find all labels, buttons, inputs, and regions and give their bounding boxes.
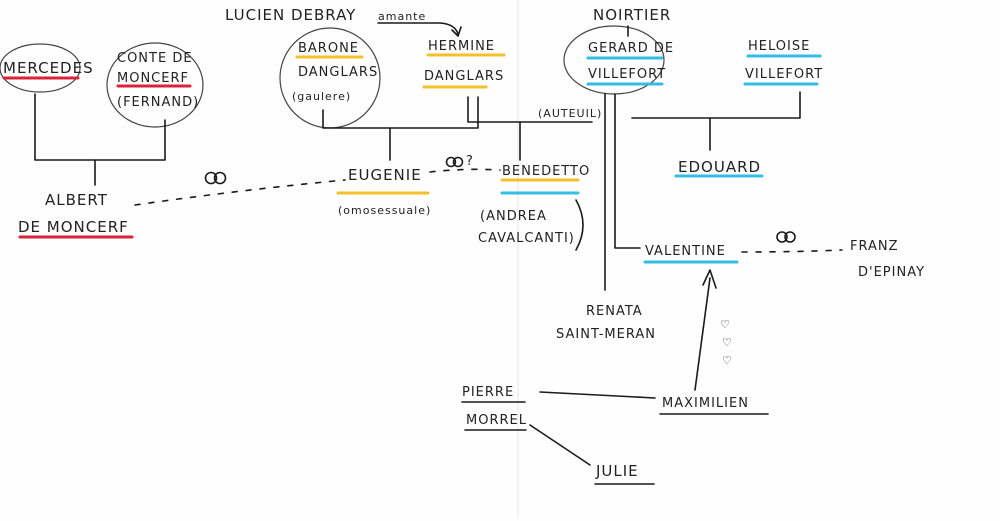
- pierre-name-2: MORREL: [466, 413, 527, 428]
- gerard-valentine-line: [614, 93, 641, 249]
- conte-name-1: CONTE DE: [117, 51, 193, 66]
- moncerf-couple-line: [34, 93, 166, 161]
- albert-eugenie-dashed-line: [134, 179, 346, 206]
- wedding-rings-icon: [445, 156, 464, 168]
- question-mark: ?: [466, 154, 474, 169]
- eugenie-name: EUGENIE: [348, 166, 422, 184]
- love-arrow-head: [702, 269, 717, 289]
- auteuil-label: (AUTEUIL): [538, 107, 602, 120]
- conte-name-2: MONCERF: [117, 71, 189, 86]
- heart-icon: ♡: [722, 336, 733, 349]
- franz-name-1: FRANZ: [850, 239, 899, 254]
- maximilien-name: MAXIMILIEN: [662, 396, 749, 411]
- noirtier-name: NOIRTIER: [593, 6, 671, 24]
- pierre-name-1: PIERRE: [462, 385, 514, 400]
- benedetto-note-1: (ANDREA: [480, 209, 547, 224]
- gerard-name-2: VILLEFORT: [588, 67, 666, 82]
- pierre-maximilien-line: [539, 391, 656, 399]
- heart-icon: ♡: [722, 354, 733, 367]
- baronne-name-1: BARONE: [298, 41, 359, 56]
- benedetto-bracket: [575, 199, 584, 251]
- heart-icon: ♡: [720, 318, 731, 331]
- valentine-franz-dashed-line: [741, 249, 843, 253]
- villefort-couple-line: [631, 91, 801, 119]
- mercedes-oval: [0, 43, 81, 93]
- valentine-name: VALENTINE: [645, 244, 726, 259]
- edouard-name: EDOUARD: [678, 158, 761, 176]
- lucien-name: LUCIEN DEBRAY: [225, 6, 356, 24]
- danglars-couple-line: [322, 96, 479, 129]
- conte-oval: [106, 42, 204, 128]
- ermine-name-2: DANGLARS: [424, 69, 504, 84]
- albert-name-1: ALBERT: [45, 191, 108, 209]
- julie-name: JULIE: [595, 462, 639, 480]
- heloise-name-1: HELOISE: [748, 39, 810, 54]
- auteuil-link-line: [467, 96, 593, 123]
- albert-name-2: DE MONCERF: [18, 218, 129, 236]
- eugenie-benedetto-dashed-line: [429, 168, 501, 173]
- wedding-rings-icon: [776, 231, 796, 243]
- pierre-julie-line: [529, 424, 591, 466]
- mercedes-name: MERCEDES: [3, 59, 94, 77]
- baronne-name-2: DANGLARS: [298, 65, 378, 80]
- gerard-oval: [563, 25, 665, 95]
- amante-arrow-head: [451, 26, 462, 37]
- benedetto-name: BENEDETTO: [502, 164, 590, 179]
- amante-label: amante: [378, 10, 426, 23]
- eugenie-note: (omosessuale): [338, 204, 431, 217]
- renata-name-2: SAINT-MERAN: [556, 327, 656, 342]
- amante-arrow-line: [377, 22, 459, 35]
- conte-name-3: (FERNAND): [117, 95, 199, 110]
- heloise-name-2: VILLEFORT: [745, 67, 823, 82]
- gerard-name-1: GERARD DE: [588, 41, 674, 56]
- franz-name-2: D'EPINAY: [858, 265, 925, 280]
- maximilien-valentine-arrow: [694, 277, 711, 391]
- wedding-rings-icon: [204, 171, 227, 185]
- baronne-name-3: (gaulere): [292, 90, 351, 103]
- renata-name-1: RENATA: [586, 304, 643, 319]
- benedetto-note-2: CAVALCANTI): [478, 231, 575, 246]
- ermine-name-1: HERMINE: [428, 39, 495, 54]
